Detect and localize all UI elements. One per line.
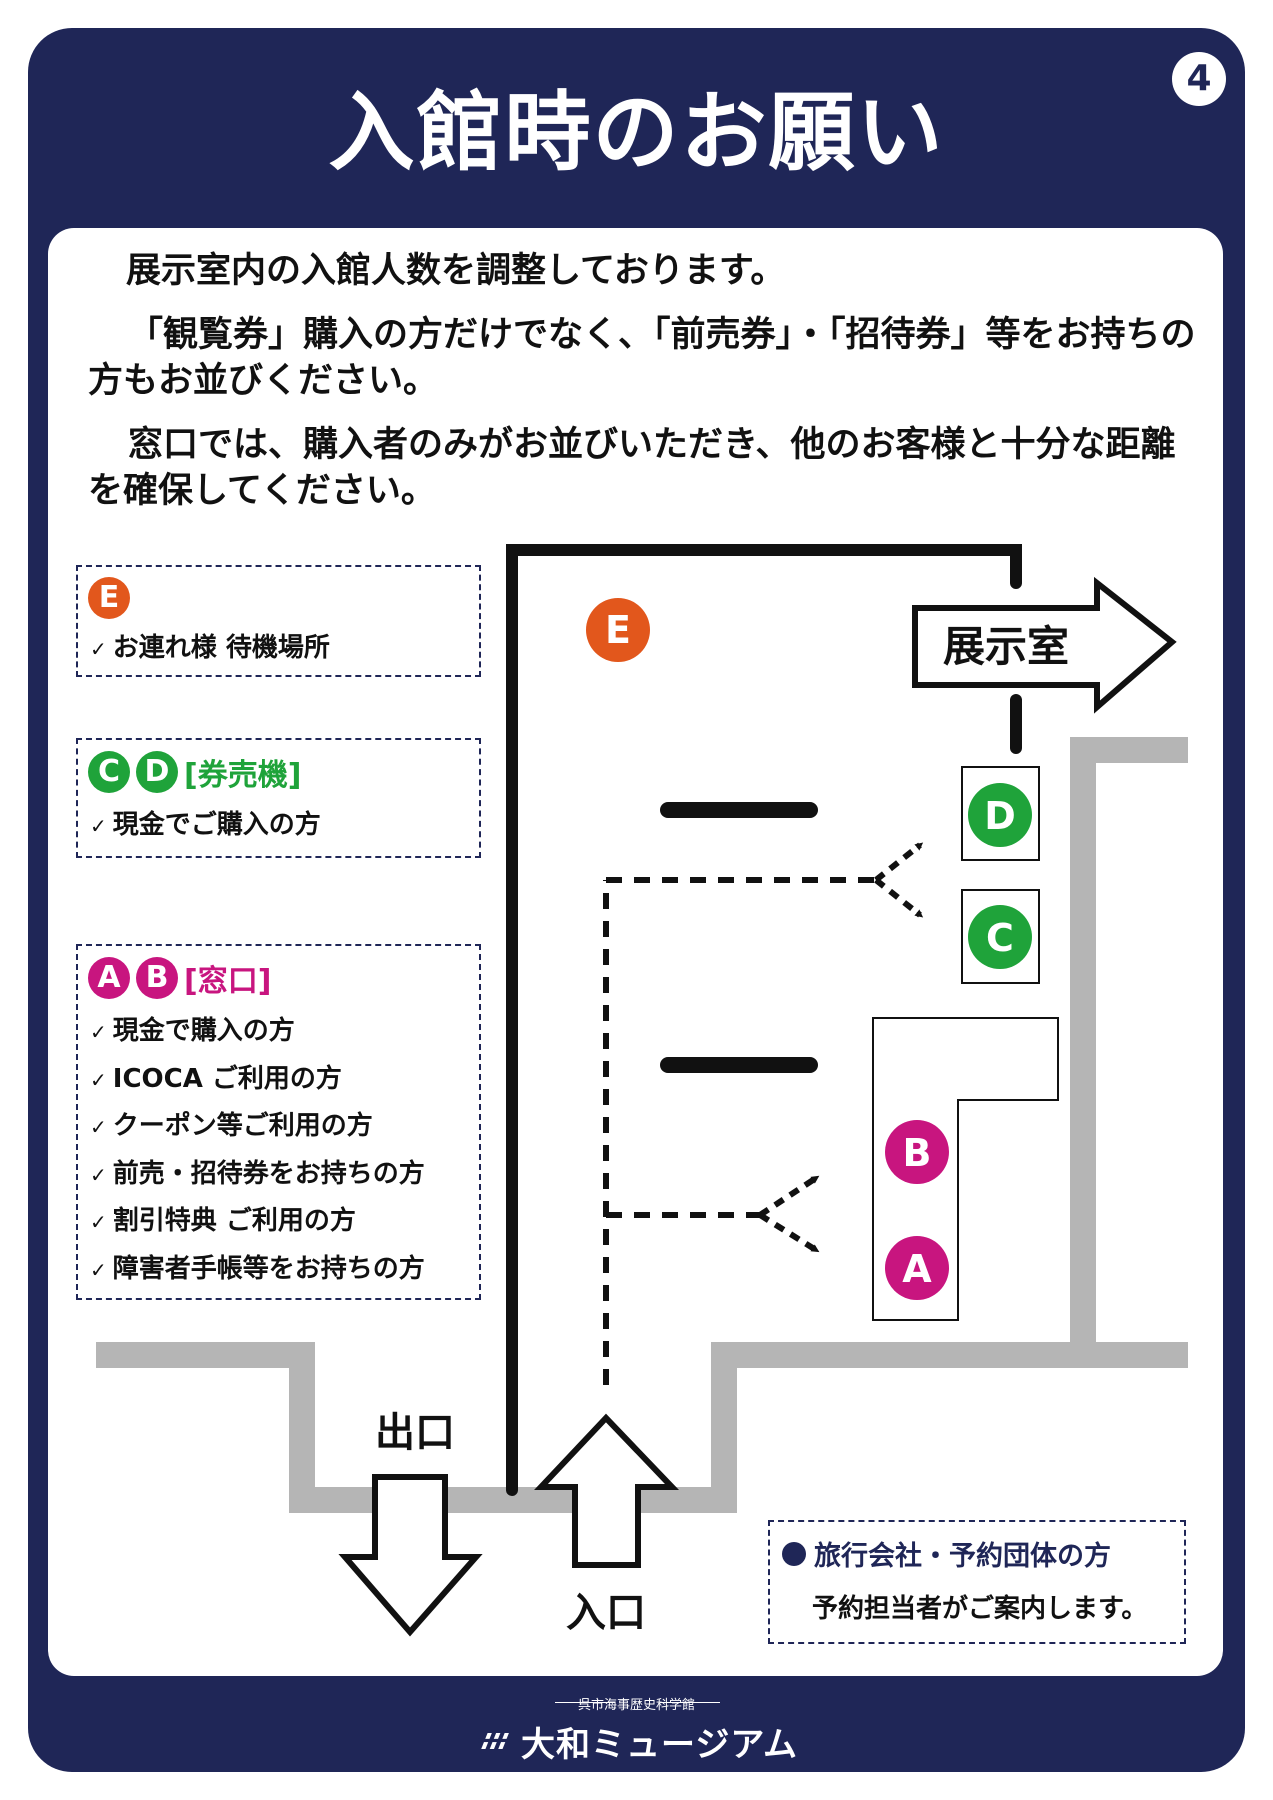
footer-rule-right bbox=[660, 1702, 720, 1703]
marker-e-label: E bbox=[605, 608, 631, 652]
footer-rule-left bbox=[555, 1702, 615, 1703]
building-walls bbox=[96, 737, 1188, 1513]
travel-title-text: 旅行会社・予約団体の方 bbox=[814, 1541, 1111, 1572]
legend-cd-title: [券売機] bbox=[184, 758, 302, 793]
legend-ab-title: [窓口] bbox=[184, 964, 272, 999]
intro-paragraph-2: 「観覧券」購入の方だけでなく、「前売券」・「招待券」等をお持ちの方もお並びくださ… bbox=[88, 315, 1196, 401]
legend-e-header: E bbox=[88, 577, 130, 619]
page-title: 入館時のお願い bbox=[328, 83, 945, 183]
list-item: 現金でご購入の方 bbox=[90, 802, 321, 850]
list-item: 前売・招待券をお持ちの方 bbox=[90, 1151, 425, 1199]
badge-d: D bbox=[136, 751, 178, 793]
exit-arrow bbox=[338, 1474, 483, 1637]
travel-notice-subtext: 予約担当者がご案内します。 bbox=[812, 1594, 1148, 1624]
legend-box-ab: A B [窓口] 現金で購入の方 ICOCA ご利用の方 クーポン等ご利用の方 … bbox=[76, 944, 481, 1300]
badge-e: E bbox=[88, 577, 130, 619]
exit-label: 出口 bbox=[375, 1410, 455, 1456]
list-item: 割引特典 ご利用の方 bbox=[90, 1198, 425, 1246]
queue-route bbox=[603, 877, 876, 1385]
entrance-label: 入口 bbox=[566, 1590, 646, 1636]
exhibition-room-label: 展示室 bbox=[943, 622, 1069, 671]
badge-c: C bbox=[88, 751, 130, 793]
legend-ab-list: 現金で購入の方 ICOCA ご利用の方 クーポン等ご利用の方 前売・招待券をお持… bbox=[90, 1008, 425, 1293]
marker-c-label: C bbox=[986, 916, 1014, 960]
legend-e-list: お連れ様 待機場所 bbox=[90, 625, 330, 673]
marker-a: A bbox=[885, 1236, 949, 1300]
museum-logo-icon bbox=[478, 1733, 510, 1749]
queue-branch-arrows bbox=[758, 842, 924, 1253]
marker-d: D bbox=[968, 783, 1032, 847]
partition-wall bbox=[506, 544, 1022, 1496]
list-item: 現金で購入の方 bbox=[90, 1008, 425, 1056]
legend-cd-list: 現金でご購入の方 bbox=[90, 802, 321, 850]
exhibition-room-arrow bbox=[912, 576, 1177, 714]
legend-box-e: E お連れ様 待機場所 bbox=[76, 565, 481, 677]
travel-notice-box: 旅行会社・予約団体の方 予約担当者がご案内します。 bbox=[768, 1520, 1186, 1644]
list-item: お連れ様 待機場所 bbox=[90, 625, 330, 673]
museum-name: 大和ミュージアム bbox=[521, 1724, 798, 1765]
intro-paragraph-3: 窓口では、購入者のみがお並びいただき、他のお客様と十分な距離を確保してください。 bbox=[88, 425, 1176, 511]
legend-ab-header: A B [窓口] bbox=[88, 956, 271, 1000]
list-item: 障害者手帳等をお持ちの方 bbox=[90, 1246, 425, 1294]
page-number-badge: 4 bbox=[1172, 52, 1226, 106]
footer-subtitle: 呉市海事歴史科学館 bbox=[577, 1698, 695, 1713]
marker-e: E bbox=[586, 598, 650, 662]
marker-b-label: B bbox=[903, 1131, 932, 1175]
marker-a-label: A bbox=[902, 1247, 932, 1291]
badge-b: B bbox=[136, 957, 178, 999]
intro-paragraph-1: 展示室内の入館人数を調整しております。 bbox=[126, 251, 786, 291]
marker-c: C bbox=[968, 905, 1032, 969]
legend-box-cd: C D [券売機] 現金でご購入の方 bbox=[76, 738, 481, 858]
list-item: クーポン等ご利用の方 bbox=[90, 1103, 425, 1151]
legend-cd-header: C D [券売機] bbox=[88, 750, 301, 794]
entrance-arrow bbox=[534, 1413, 680, 1568]
marker-d-label: D bbox=[984, 794, 1016, 838]
marker-b: B bbox=[885, 1120, 949, 1184]
badge-a: A bbox=[88, 957, 130, 999]
list-item: ICOCA ご利用の方 bbox=[90, 1056, 425, 1104]
travel-notice-title: 旅行会社・予約団体の方 bbox=[782, 1534, 1111, 1573]
museum-logo: 大和ミュージアム bbox=[478, 1718, 798, 1765]
bullet-dot-icon bbox=[782, 1541, 806, 1566]
